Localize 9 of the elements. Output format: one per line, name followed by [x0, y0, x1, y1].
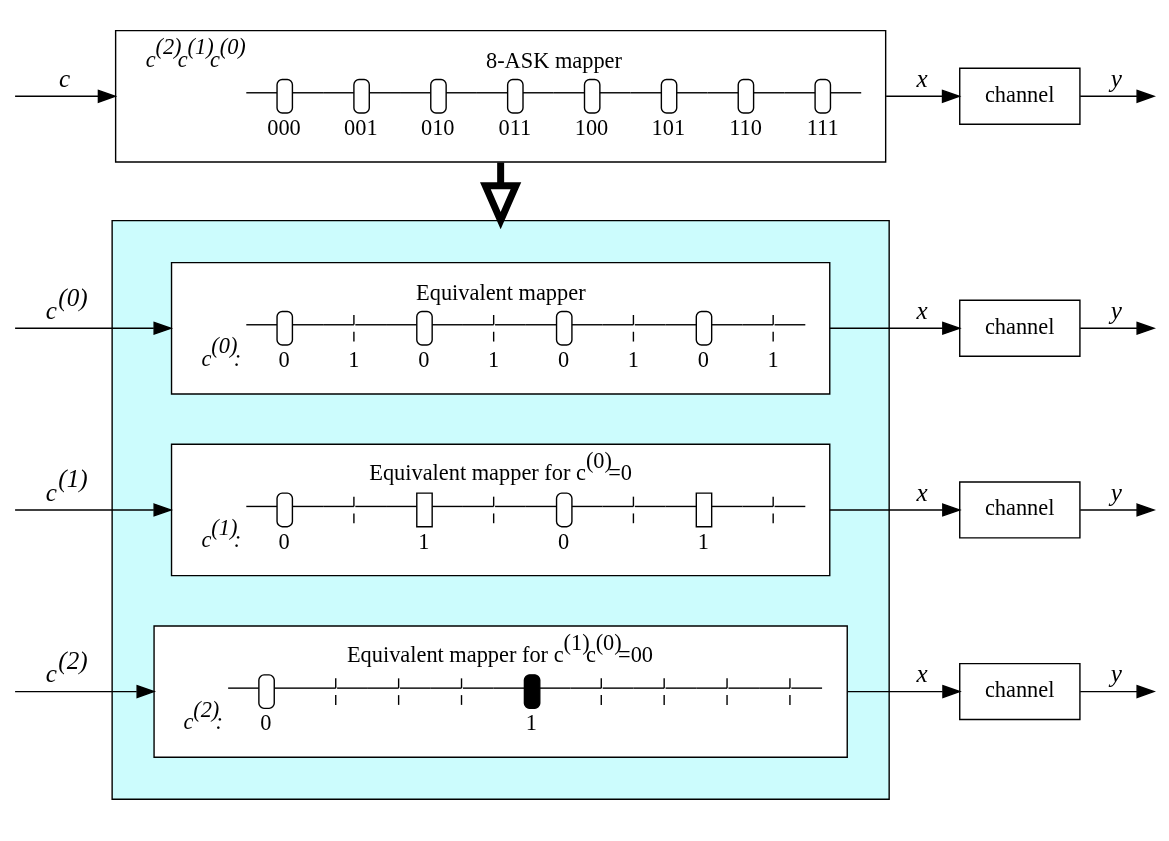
edge-label: x: [916, 65, 928, 93]
edge-label: c: [59, 65, 71, 93]
edge-label: y: [1110, 297, 1122, 325]
edge-label: y: [1110, 660, 1122, 688]
edge-label: x: [916, 660, 928, 688]
edge-label: x: [916, 478, 928, 506]
edge-label: x: [916, 297, 928, 325]
edge-label: y: [1110, 65, 1122, 93]
edge-label: y: [1110, 478, 1122, 506]
